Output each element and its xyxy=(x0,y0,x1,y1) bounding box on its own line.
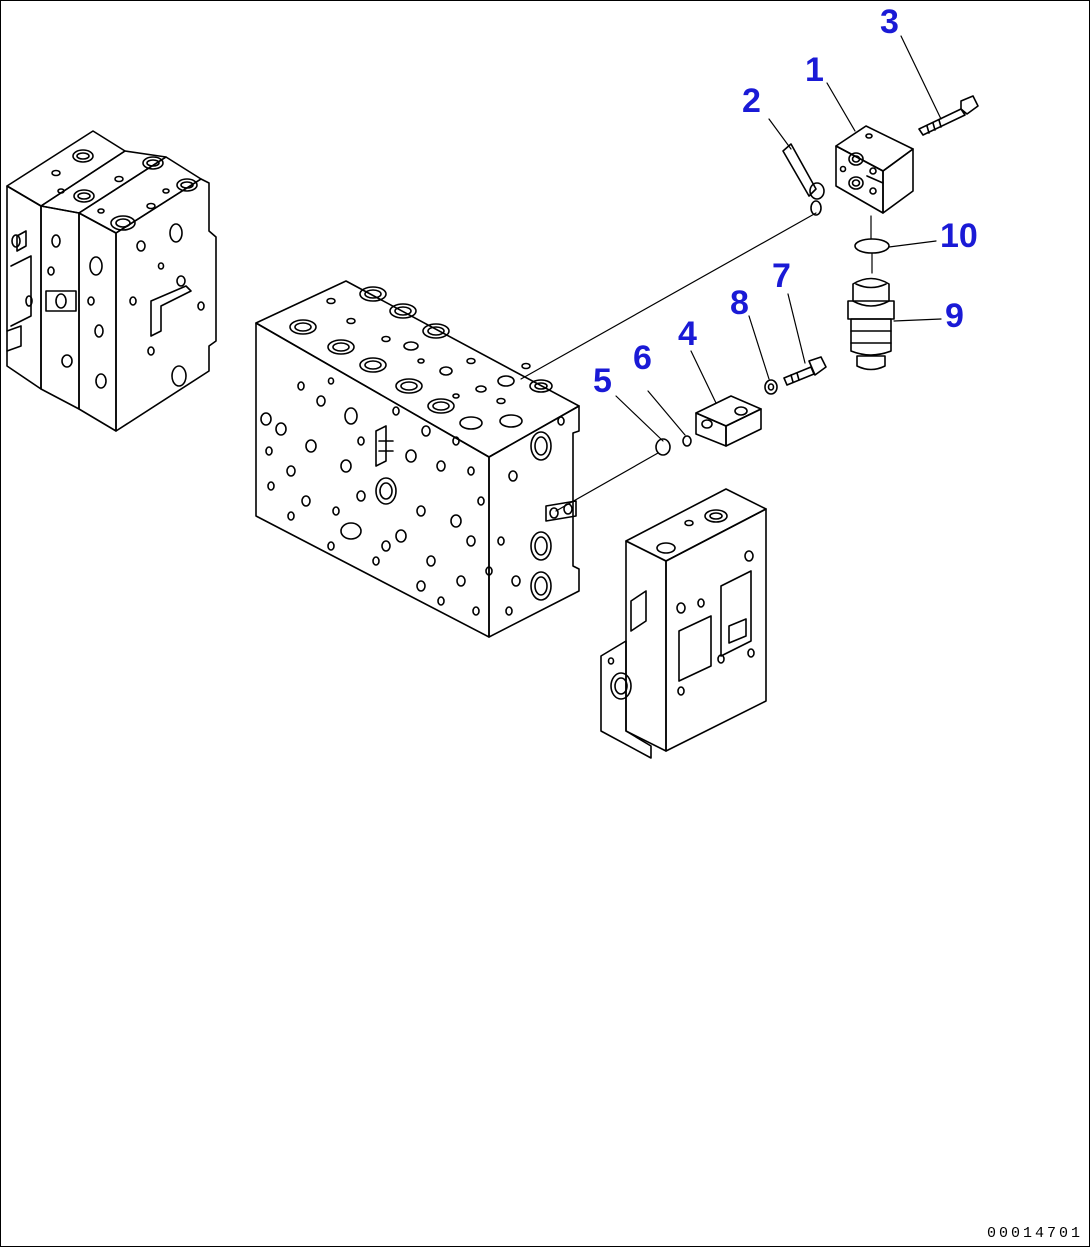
document-number: 00014701 xyxy=(986,1225,1083,1242)
part-10-o-ring xyxy=(854,238,890,254)
callout-3: 3 xyxy=(880,3,899,41)
callout-7: 7 xyxy=(772,257,791,295)
callout-1: 1 xyxy=(805,51,824,89)
part-6-o-ring xyxy=(682,435,692,447)
part-7-bolt xyxy=(783,356,827,386)
valve-section-lower-right xyxy=(600,488,767,759)
part-9-relief-valve xyxy=(847,277,895,371)
callout-4: 4 xyxy=(678,315,697,353)
main-control-valve-block xyxy=(255,280,580,638)
callout-8: 8 xyxy=(730,284,749,322)
callout-5: 5 xyxy=(593,362,612,400)
callout-2: 2 xyxy=(742,82,761,120)
callout-6: 6 xyxy=(633,339,652,377)
callout-9: 9 xyxy=(945,297,964,335)
part-3-bolt xyxy=(918,95,979,136)
part-2-plug xyxy=(782,143,825,216)
assembly-lines xyxy=(520,212,873,512)
control-valve-assembly-small xyxy=(6,130,217,432)
part-8-washer xyxy=(764,379,778,395)
part-1-valve-body xyxy=(835,125,914,214)
part-5-plug xyxy=(655,438,671,456)
leader-lines xyxy=(615,35,942,442)
part-4-flange xyxy=(695,395,762,447)
callout-10: 10 xyxy=(940,217,978,255)
